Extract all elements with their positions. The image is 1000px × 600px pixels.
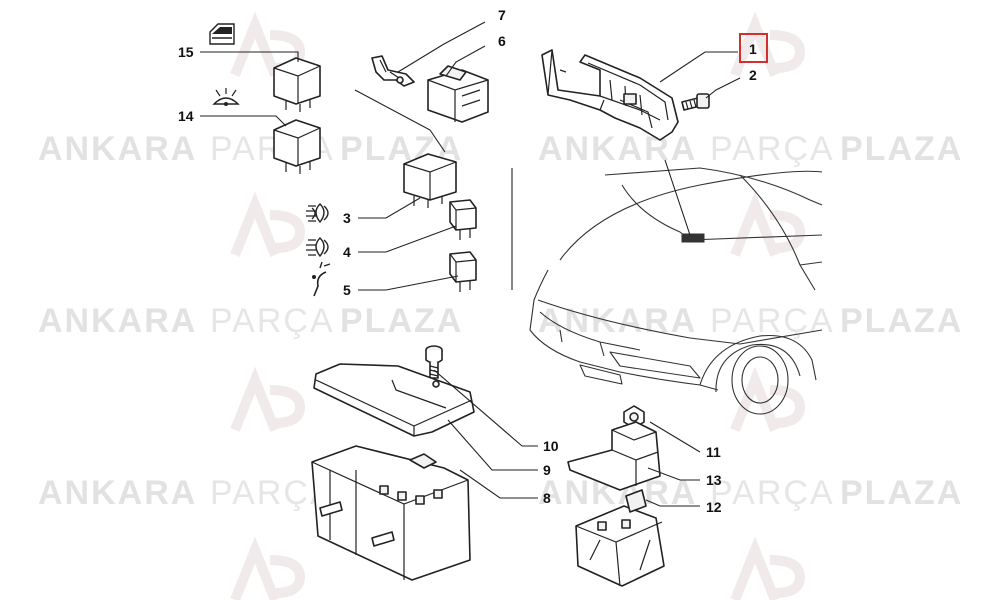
part-4-fuse	[449, 199, 477, 240]
watermark-word-parca: PARÇA	[710, 130, 835, 168]
watermark-text-row-1: ANKARA PARÇA PLAZA ANKARA PARÇA PLAZA	[38, 130, 963, 168]
callout-15: 15	[178, 44, 194, 60]
part-1-bracket	[541, 49, 679, 141]
callout-7: 7	[498, 7, 506, 23]
fog-light-icon	[306, 237, 329, 258]
part-15-relay	[273, 57, 321, 112]
watermark-word-ankara: ANKARA	[538, 130, 697, 168]
watermark-text-row-2: ANKARA PARÇA PLAZA ANKARA PARÇA PLAZA	[38, 302, 963, 340]
watermark-word-parca: PARÇA	[710, 474, 835, 512]
watermark-word-plaza: PLAZA	[840, 302, 963, 340]
callout-5: 5	[343, 282, 351, 298]
callout-1: 1	[749, 41, 757, 57]
watermark-word-parca: PARÇA	[710, 302, 835, 340]
callout-12: 12	[706, 499, 722, 515]
part-9-fuse-box-cover	[313, 363, 475, 437]
leader-lines	[200, 21, 741, 507]
callout-3: 3	[343, 210, 351, 226]
watermark-layer: ANKARA PARÇA PLAZA ANKARA PARÇA PLAZA AN…	[38, 11, 963, 600]
highlight-box	[739, 33, 768, 63]
part-11-nut	[623, 405, 645, 429]
callout-13: 13	[706, 472, 722, 488]
callout-2: 2	[749, 67, 757, 83]
callout-10: 10	[543, 438, 559, 454]
watermark-text-row-3: ANKARA PARÇA PLAZA ANKARA PARÇA PLAZA	[38, 474, 963, 512]
watermark-word-ankara: ANKARA	[38, 474, 197, 512]
watermark-word-ankara: ANKARA	[38, 130, 197, 168]
part-5-fuse	[449, 251, 477, 292]
callout-6: 6	[498, 33, 506, 49]
door-icon	[209, 23, 235, 45]
group-separator-line	[354, 89, 446, 153]
watermark-word-ankara: ANKARA	[38, 302, 197, 340]
part-13-cover	[567, 421, 661, 491]
car-front-outline	[529, 159, 823, 415]
part-2-screw	[681, 93, 710, 111]
fuse-box-location-marker	[681, 233, 705, 243]
fog-light-icon	[306, 203, 329, 224]
windshield-washer-icon	[212, 88, 240, 106]
part-12-bracket-box	[575, 489, 665, 587]
callout-9: 9	[543, 462, 551, 478]
callout-14: 14	[178, 108, 194, 124]
callout-labels: 15 14 3 4 5 7 6 1 2 10 9 8 11 13 12	[178, 7, 768, 515]
callout-4: 4	[343, 244, 351, 260]
part-14-relay	[273, 119, 321, 174]
horn-icon	[312, 261, 331, 297]
watermark-word-parca: PARÇA	[210, 474, 335, 512]
watermark-word-plaza: PLAZA	[340, 302, 463, 340]
callout-11: 11	[706, 444, 721, 460]
part-3-relay	[403, 153, 457, 208]
callout-8: 8	[543, 490, 551, 506]
watermark-word-parca: PARÇA	[210, 302, 335, 340]
watermark-word-plaza: PLAZA	[840, 130, 963, 168]
part-10-screw	[425, 345, 443, 379]
part-6-relay-socket	[427, 65, 489, 123]
part-8-fuse-box-base	[311, 445, 471, 581]
watermark-logo	[230, 11, 806, 600]
watermark-word-plaza: PLAZA	[840, 474, 963, 512]
part-7-terminal-clip	[371, 55, 415, 87]
